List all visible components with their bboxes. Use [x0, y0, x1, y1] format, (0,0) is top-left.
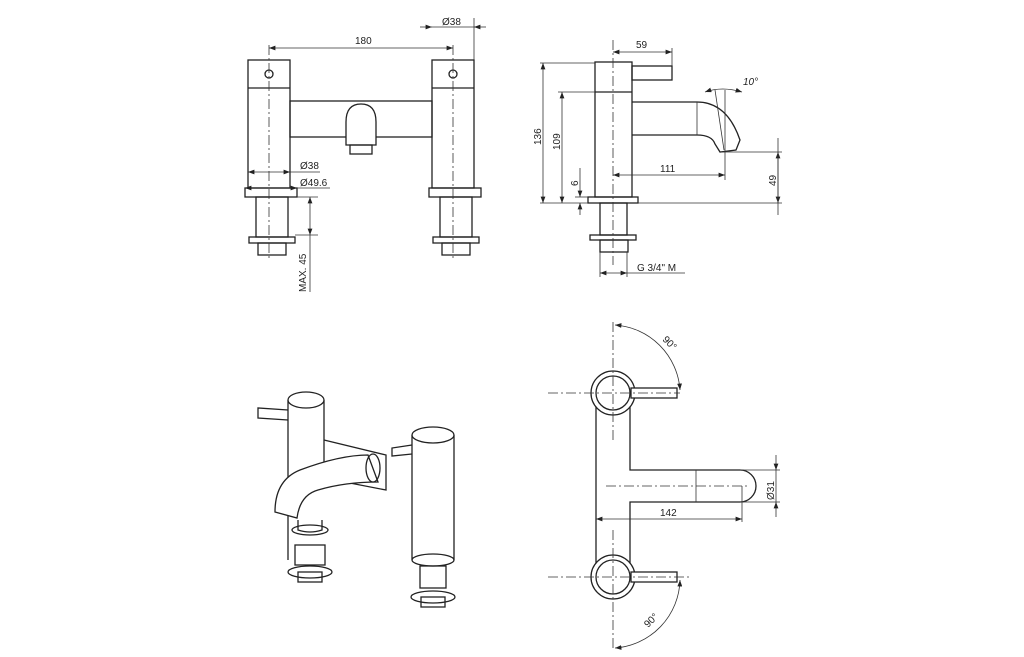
side-spout [632, 101, 741, 153]
dim-top-diameter: Ø38 [442, 17, 461, 28]
dim-rotation-top: 90° [660, 334, 678, 352]
dim-spout-length: 142 [660, 508, 677, 519]
dim-spout-reach: 111 [660, 164, 676, 175]
dim-centers: 180 [355, 36, 372, 47]
dim-body-diameter: Ø38 [300, 161, 319, 172]
dim-spout-top: 109 [552, 133, 563, 150]
front-view: 180 Ø38 Ø38 Ø49.6 MAX. 45 [244, 17, 486, 292]
side-view: 59 136 109 6 111 10° 49 G 3/4" M [533, 40, 782, 277]
lever [631, 65, 673, 81]
dim-spout-height: 49 [768, 174, 779, 186]
dim-thread: G 3/4" M [637, 263, 676, 274]
right-pillar [428, 45, 482, 260]
iso-lever-left [257, 407, 289, 421]
dim-spout-diameter: Ø31 [766, 481, 777, 500]
left-pillar [244, 45, 298, 260]
plan-view: 90° 90° 142 Ø31 [548, 322, 780, 650]
dim-height: 136 [533, 128, 544, 145]
dim-max-thickness: MAX. 45 [298, 253, 309, 292]
dim-flange: 6 [570, 180, 581, 186]
isometric-view [257, 391, 456, 608]
dim-angle: 10° [743, 77, 758, 88]
dim-flange-diameter: Ø49.6 [300, 178, 328, 189]
iso-lever-right [391, 444, 413, 457]
dim-lever: 59 [636, 40, 648, 51]
iso-spout [274, 454, 379, 519]
dim-rotation-bottom: 90° [642, 612, 660, 630]
spout [345, 103, 377, 146]
